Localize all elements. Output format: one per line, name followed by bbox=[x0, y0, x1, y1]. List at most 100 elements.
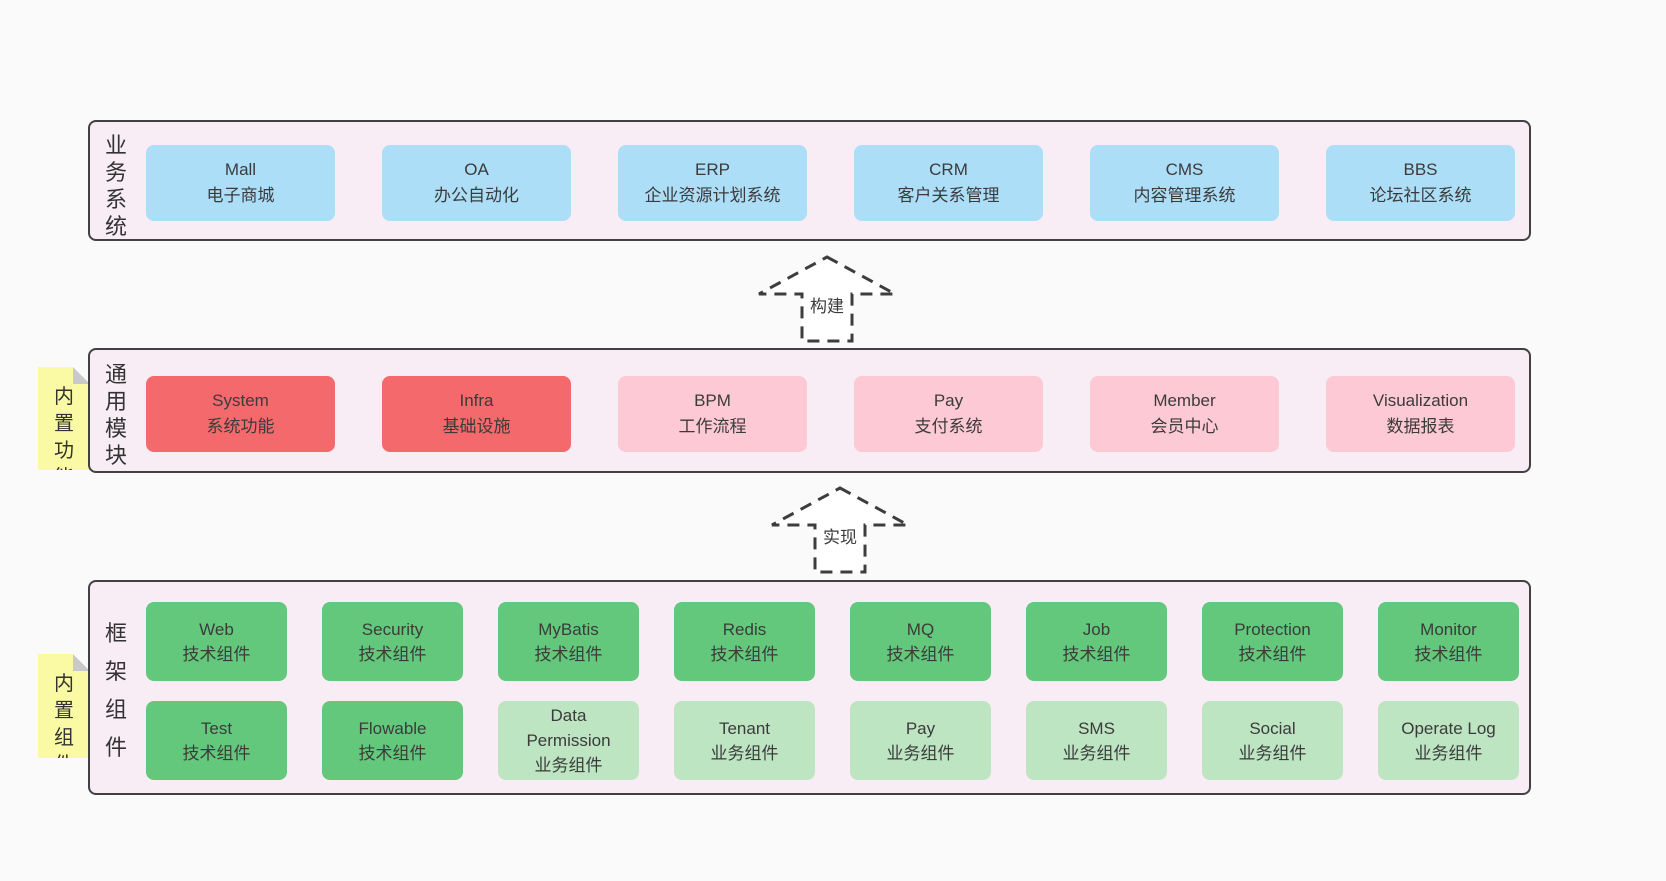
box-subtitle: 技术组件 bbox=[182, 743, 251, 763]
framework-components-layer: 框架组件 Web 技术组件 Security 技术组件 MyBatis 技术组件… bbox=[88, 580, 1531, 795]
component-box-pay: Pay 业务组件 bbox=[850, 701, 991, 780]
box-subtitle: 基础设施 bbox=[442, 417, 511, 436]
layer-label: 业务系统 bbox=[104, 133, 127, 239]
box-title: Web bbox=[199, 619, 234, 639]
box-subtitle: 技术组件 bbox=[358, 743, 427, 763]
box-title: Visualization bbox=[1372, 391, 1469, 410]
system-box-erp: ERP 企业资源计划系统 bbox=[618, 145, 807, 221]
component-box-mq: MQ 技术组件 bbox=[850, 602, 991, 681]
component-box-sms: SMS 业务组件 bbox=[1026, 701, 1167, 780]
component-box-job: Job 技术组件 bbox=[1026, 602, 1167, 681]
box-title: Infra bbox=[459, 391, 494, 410]
system-box-oa: OA 办公自动化 bbox=[382, 145, 571, 221]
component-box-tenant: Tenant 业务组件 bbox=[674, 701, 815, 780]
component-box-data-permission: Data Permission 业务组件 bbox=[498, 701, 639, 780]
box-subtitle: 办公自动化 bbox=[434, 186, 519, 205]
box-subtitle: 会员中心 bbox=[1150, 417, 1219, 436]
box-row: System 系统功能 Infra 基础设施 BPM 工作流程 Pay 支付系统… bbox=[146, 376, 1529, 452]
box-title: Member bbox=[1153, 391, 1216, 410]
module-box-bpm: BPM 工作流程 bbox=[618, 376, 807, 452]
sticky-note-built-in-components: 内置组件 bbox=[38, 654, 90, 758]
box-title: CRM bbox=[929, 160, 968, 179]
business-systems-layer: 业务系统 Mall 电子商城 OA 办公自动化 ERP 企业资源计划系统 CRM… bbox=[88, 120, 1531, 241]
box-subtitle: 技术组件 bbox=[358, 644, 427, 664]
box-subtitle: 内容管理系统 bbox=[1133, 186, 1236, 205]
box-title: Social bbox=[1249, 718, 1296, 738]
component-box-protection: Protection 技术组件 bbox=[1202, 602, 1343, 681]
layer-label: 框架组件 bbox=[104, 621, 127, 760]
component-box-security: Security 技术组件 bbox=[322, 602, 463, 681]
module-box-visualization: Visualization 数据报表 bbox=[1326, 376, 1515, 452]
box-subtitle: 技术组件 bbox=[710, 644, 779, 664]
box-title: MQ bbox=[906, 619, 935, 639]
arrow-label: 实现 bbox=[820, 522, 860, 549]
component-box-mybatis: MyBatis 技术组件 bbox=[498, 602, 639, 681]
box-subtitle: 技术组件 bbox=[886, 644, 955, 664]
box-title: CMS bbox=[1165, 160, 1204, 179]
component-box-monitor: Monitor 技术组件 bbox=[1378, 602, 1519, 681]
box-row: Mall 电子商城 OA 办公自动化 ERP 企业资源计划系统 CRM 客户关系… bbox=[146, 145, 1529, 221]
component-box-redis: Redis 技术组件 bbox=[674, 602, 815, 681]
component-box-web: Web 技术组件 bbox=[146, 602, 287, 681]
sticky-note-text: 内置功能 bbox=[54, 386, 74, 489]
box-title: Tenant bbox=[718, 718, 771, 738]
component-box-social: Social 业务组件 bbox=[1202, 701, 1343, 780]
box-subtitle: 业务组件 bbox=[1062, 743, 1131, 763]
build-arrow: 构建 bbox=[757, 255, 897, 343]
box-title: OA bbox=[464, 160, 489, 179]
box-subtitle: 企业资源计划系统 bbox=[644, 186, 781, 205]
component-box-test: Test 技术组件 bbox=[146, 701, 287, 780]
box-subtitle: 技术组件 bbox=[182, 644, 251, 664]
box-subtitle: 技术组件 bbox=[1062, 644, 1131, 664]
sticky-note-built-in-functions: 内置功能 bbox=[38, 367, 90, 470]
box-row: Web 技术组件 Security 技术组件 MyBatis 技术组件 Redi… bbox=[146, 602, 1529, 681]
box-subtitle: 业务组件 bbox=[534, 756, 603, 775]
box-title: Flowable bbox=[358, 718, 427, 738]
module-box-pay: Pay 支付系统 bbox=[854, 376, 1043, 452]
box-title: Data Permission bbox=[526, 706, 611, 750]
module-box-infra: Infra 基础设施 bbox=[382, 376, 571, 452]
box-subtitle: 论坛社区系统 bbox=[1369, 186, 1472, 205]
implement-arrow: 实现 bbox=[770, 486, 910, 574]
box-title: Mall bbox=[224, 160, 257, 179]
box-title: Redis bbox=[722, 619, 767, 639]
component-box-flowable: Flowable 技术组件 bbox=[322, 701, 463, 780]
box-title: BPM bbox=[694, 391, 731, 410]
box-subtitle: 客户关系管理 bbox=[897, 186, 1000, 205]
box-subtitle: 技术组件 bbox=[1414, 644, 1483, 664]
box-title: Security bbox=[361, 619, 424, 639]
box-subtitle: 业务组件 bbox=[710, 743, 779, 763]
common-modules-layer: 通用模块 System 系统功能 Infra 基础设施 BPM 工作流程 Pay… bbox=[88, 348, 1531, 473]
module-box-system: System 系统功能 bbox=[146, 376, 335, 452]
box-subtitle: 业务组件 bbox=[1238, 743, 1307, 763]
component-box-operate-log: Operate Log 业务组件 bbox=[1378, 701, 1519, 780]
box-title: Operate Log bbox=[1401, 718, 1496, 738]
box-title: Job bbox=[1082, 619, 1111, 639]
box-title: Pay bbox=[933, 391, 964, 410]
box-subtitle: 技术组件 bbox=[534, 644, 603, 664]
box-title: Protection bbox=[1234, 619, 1311, 639]
box-title: BBS bbox=[1403, 160, 1438, 179]
system-box-cms: CMS 内容管理系统 bbox=[1090, 145, 1279, 221]
box-subtitle: 数据报表 bbox=[1386, 417, 1455, 436]
box-title: Test bbox=[200, 718, 233, 738]
box-title: System bbox=[212, 391, 269, 410]
box-subtitle: 系统功能 bbox=[206, 417, 275, 436]
box-row: Test 技术组件 Flowable 技术组件 Data Permission … bbox=[146, 701, 1529, 780]
box-subtitle: 业务组件 bbox=[886, 743, 955, 763]
box-subtitle: 电子商城 bbox=[206, 186, 275, 205]
box-title: MyBatis bbox=[538, 619, 599, 639]
box-subtitle: 工作流程 bbox=[678, 417, 747, 436]
box-title: ERP bbox=[695, 160, 730, 179]
box-subtitle: 支付系统 bbox=[914, 417, 983, 436]
box-subtitle: 技术组件 bbox=[1238, 644, 1307, 664]
system-box-crm: CRM 客户关系管理 bbox=[854, 145, 1043, 221]
box-title: Monitor bbox=[1420, 619, 1477, 639]
box-title: SMS bbox=[1078, 718, 1115, 738]
system-box-mall: Mall 电子商城 bbox=[146, 145, 335, 221]
sticky-note-text: 内置组件 bbox=[54, 673, 74, 776]
box-subtitle: 业务组件 bbox=[1414, 743, 1483, 763]
box-title: Pay bbox=[905, 718, 936, 738]
system-box-bbs: BBS 论坛社区系统 bbox=[1326, 145, 1515, 221]
